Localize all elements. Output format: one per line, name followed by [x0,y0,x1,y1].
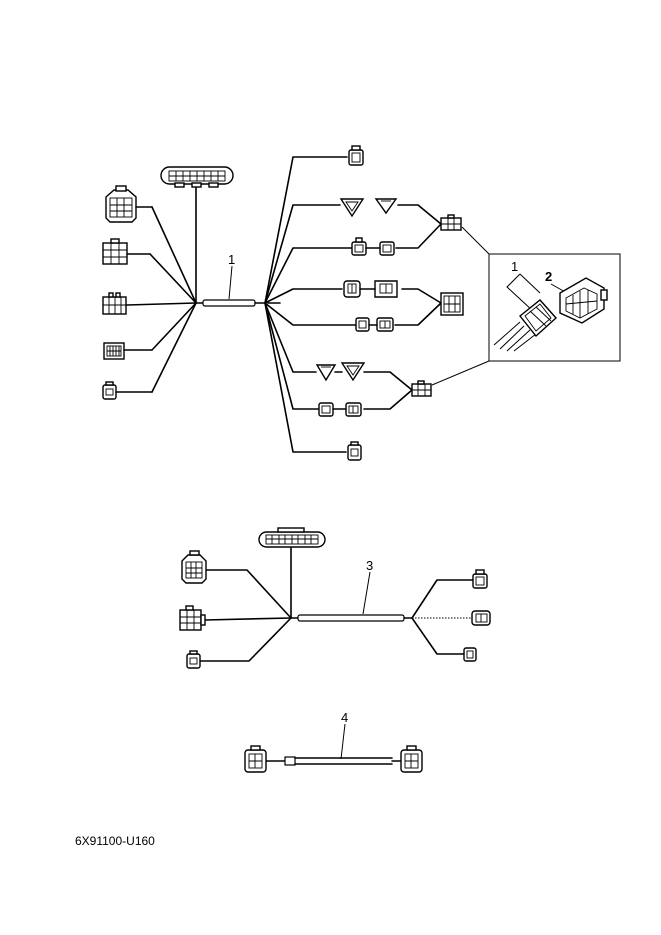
triangle-connector-4 [340,362,366,382]
connector-right-pair-3a [355,317,370,332]
connector-h3-left-3 [186,650,201,669]
harness-4-sleeve-a [284,756,296,766]
connector-h3-left-2 [179,605,206,631]
harness-sleeve [202,299,256,307]
detail-inset: 1 2 [431,226,621,386]
connector-left-4 [103,342,153,360]
connector-left-5 [102,381,153,400]
connector-right-pair-3b [376,317,394,332]
inset-receptacle [559,277,608,324]
connector-right-1 [348,145,364,166]
triangle-connector-3 [315,364,337,382]
harness-1: 1 [102,145,464,461]
connector-h3-left-1 [181,550,207,584]
connector-right-pair-1b [379,241,395,256]
joint-connector-2 [440,292,464,316]
connector-right-pair-1a [351,237,367,256]
harness-4: 4 [244,710,423,773]
connector-left-2 [102,238,151,265]
connector-right-pair-4b [345,402,362,417]
inset-label-1: 1 [511,259,518,274]
connector-right-bottom [347,441,362,461]
inset-plug [519,299,557,338]
oval-connector [160,166,234,188]
oval-connector-2 [258,527,326,548]
diagram-code: 6X91100-U160 [75,834,155,848]
harness-3-sleeve [297,614,405,622]
connector-left-3 [102,292,127,315]
connector-h4-right [400,745,423,773]
connector-left-1 [105,185,153,223]
triangle-connector-2 [374,198,398,215]
connector-h3-right-3 [463,647,477,662]
connector-right-pair-2b [374,280,398,298]
connector-h3-right-1 [472,569,488,589]
connector-right-pair-2a [343,280,361,298]
triangle-connector-1 [339,198,365,218]
connector-h3-right-2 [471,610,491,626]
connector-h4-left [244,745,267,773]
inset-label-2: 2 [545,269,552,284]
harness-3: 3 [179,527,491,669]
connector-right-pair-4a [318,402,334,417]
joint-connector-3 [411,380,432,397]
part-label-1: 1 [228,252,235,267]
inset-frame [488,253,621,362]
part-label-4: 4 [341,710,348,725]
joint-connector-1 [440,214,462,231]
part-label-3: 3 [366,558,373,573]
